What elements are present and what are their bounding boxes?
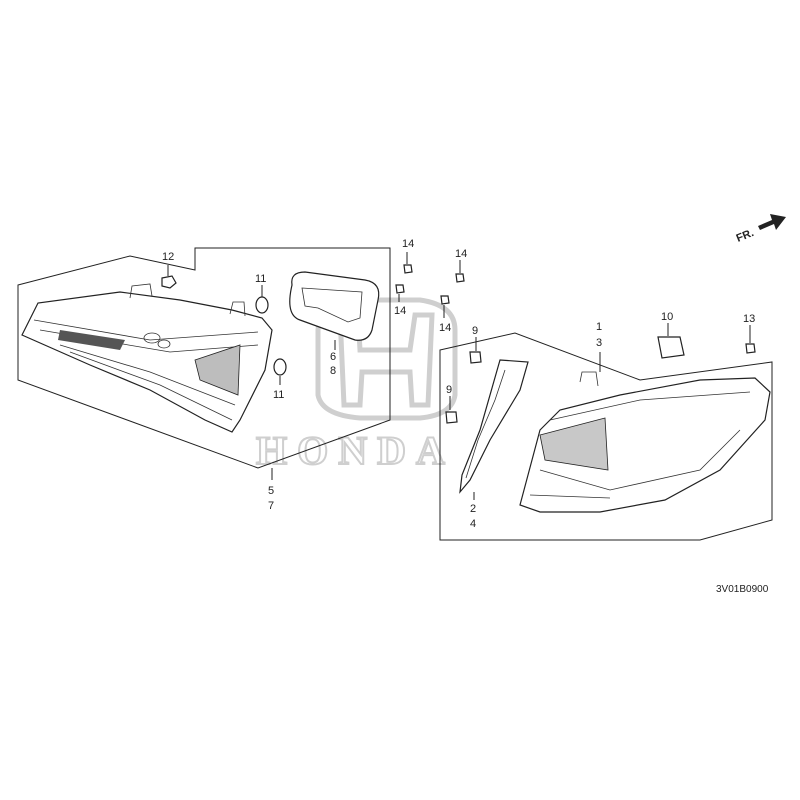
leader-lines: [167, 252, 751, 500]
bracket-10: [657, 336, 685, 359]
callout-3: 3: [596, 337, 602, 349]
callout-labels: 12 11 11 6 8 14 14 14 14 9 9 1 3 10 13 2…: [162, 238, 755, 530]
callout-4: 4: [470, 518, 476, 530]
arrow-right-icon: [758, 214, 786, 230]
nut-14-b: [455, 273, 465, 283]
callout-9-upper: 9: [472, 325, 478, 337]
callout-13: 13: [743, 313, 755, 325]
callout-1: 1: [596, 321, 602, 333]
front-direction-indicator: FR.: [735, 214, 786, 245]
callout-10: 10: [661, 311, 673, 323]
nut-14-a: [403, 264, 413, 274]
nut-12: [161, 275, 177, 289]
grommet-11-upper: [255, 296, 269, 314]
inner-tail-light-group-box: [17, 247, 391, 469]
outer-tail-light-assembly: [519, 371, 771, 513]
inner-tail-light-assembly: [21, 283, 273, 433]
callout-5: 5: [268, 485, 274, 497]
callout-2: 2: [470, 503, 476, 515]
tail-light-gasket: [289, 271, 380, 341]
callout-9-lower: 9: [446, 384, 452, 396]
callout-14-b: 14: [455, 248, 467, 260]
grommet-11-lower: [273, 358, 287, 376]
outer-tail-light-group-box: [439, 332, 773, 541]
nut-13: [745, 343, 756, 354]
nut-14-c: [395, 284, 405, 294]
nut-9-b: [445, 411, 458, 424]
diagram-code: 3V01B0900: [716, 584, 769, 595]
front-direction-label: FR.: [735, 227, 756, 245]
callout-7: 7: [268, 500, 274, 512]
nut-14-d: [440, 295, 450, 305]
nut-9-a: [469, 351, 482, 364]
callout-11-upper: 11: [255, 273, 266, 285]
callout-6: 6: [330, 351, 336, 363]
callout-11-lower: 11: [273, 389, 284, 401]
callout-14-a: 14: [402, 238, 414, 250]
callout-12: 12: [162, 251, 174, 263]
callout-14-c: 14: [394, 305, 406, 317]
tail-light-garnish: [459, 359, 529, 494]
honda-wordmark: HONDA: [256, 428, 455, 473]
callout-14-d: 14: [439, 322, 451, 334]
callout-8: 8: [330, 365, 336, 377]
